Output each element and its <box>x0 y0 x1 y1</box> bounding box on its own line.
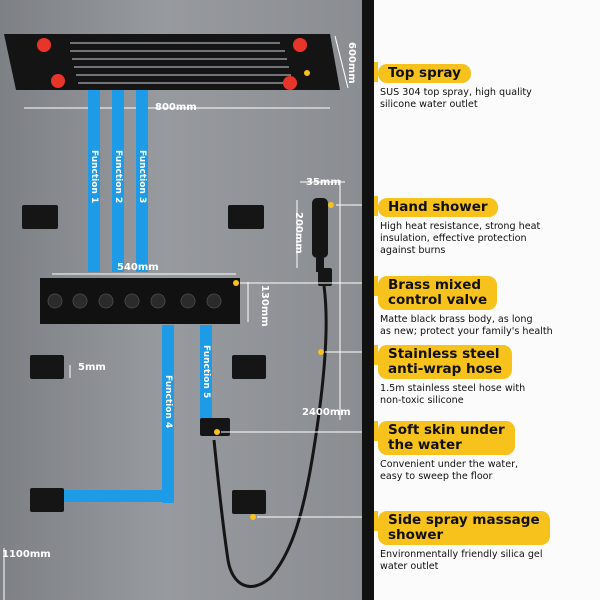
dim-valve-height: 130mm <box>259 285 270 327</box>
callout-dot <box>304 70 310 76</box>
hand-shower-head <box>312 198 328 258</box>
hand-shower-holder <box>318 268 332 286</box>
feature-desc: High heat resistance, strong heat insula… <box>380 221 541 256</box>
spray-nozzle-pattern <box>70 42 291 84</box>
dim-floor-height: 1100mm <box>2 549 51 560</box>
callout-dot <box>328 202 334 208</box>
feature-desc: SUS 304 top spray, high quality silicone… <box>380 87 532 110</box>
dim-jet-gap: 5mm <box>78 362 106 373</box>
pipe-label-function-1: Function 1 <box>89 150 99 204</box>
dim-valve-width: 540mm <box>117 262 159 273</box>
feature-desc: Matte black brass body, as long as new; … <box>380 314 553 337</box>
feature-marker <box>374 276 378 296</box>
pipe-label-function-2: Function 2 <box>113 150 123 204</box>
feature-desc: Environmentally friendly silica gel wate… <box>380 549 543 572</box>
feature-marker <box>374 345 378 365</box>
feature-desc: Convenient under the water, easy to swee… <box>380 459 519 482</box>
panel-divider <box>362 0 374 600</box>
callout-dot <box>250 514 256 520</box>
led-light-icon <box>37 38 51 52</box>
feature-marker <box>374 511 378 531</box>
dim-hand-height: 200mm <box>293 212 304 254</box>
hand-shower-handle <box>316 258 324 272</box>
feature-desc: 1.5m stainless steel hose with non-toxic… <box>380 383 526 406</box>
feature-list: Top spray SUS 304 top spray, high qualit… <box>374 0 600 600</box>
led-light-icon <box>293 38 307 52</box>
feature-title: Hand shower <box>378 198 498 217</box>
callout-dot <box>233 280 239 286</box>
body-jets <box>22 205 266 514</box>
product-diagram: 600mm 800mm 35mm 200mm 540mm 130mm 5mm 2… <box>0 0 365 600</box>
dim-hose-height: 2400mm <box>302 407 351 418</box>
shower-system-illustration <box>4 34 349 588</box>
feature-hand-shower: Hand shower High heat resistance, strong… <box>378 196 600 257</box>
dimension-line <box>334 35 349 89</box>
callout-dot <box>318 349 324 355</box>
pipe-label-function-4: Function 4 <box>163 375 173 429</box>
dim-top-length: 800mm <box>155 102 197 113</box>
feature-marker <box>374 196 378 216</box>
water-pipes <box>60 90 212 503</box>
shower-hose <box>212 285 328 588</box>
led-light-icon <box>283 76 297 90</box>
valve-knobs <box>47 293 222 309</box>
pipe-label-function-3: Function 3 <box>137 150 147 204</box>
feature-marker <box>374 62 378 82</box>
led-light-icon <box>51 74 65 88</box>
dim-hand-width: 35mm <box>306 177 341 188</box>
dim-top-width: 600mm <box>346 42 357 84</box>
feature-title: Top spray <box>378 64 471 83</box>
feature-top-spray: Top spray SUS 304 top spray, high qualit… <box>378 62 600 111</box>
pipe-label-function-5: Function 5 <box>201 345 211 399</box>
feature-marker <box>374 421 378 441</box>
callout-dot <box>214 429 220 435</box>
